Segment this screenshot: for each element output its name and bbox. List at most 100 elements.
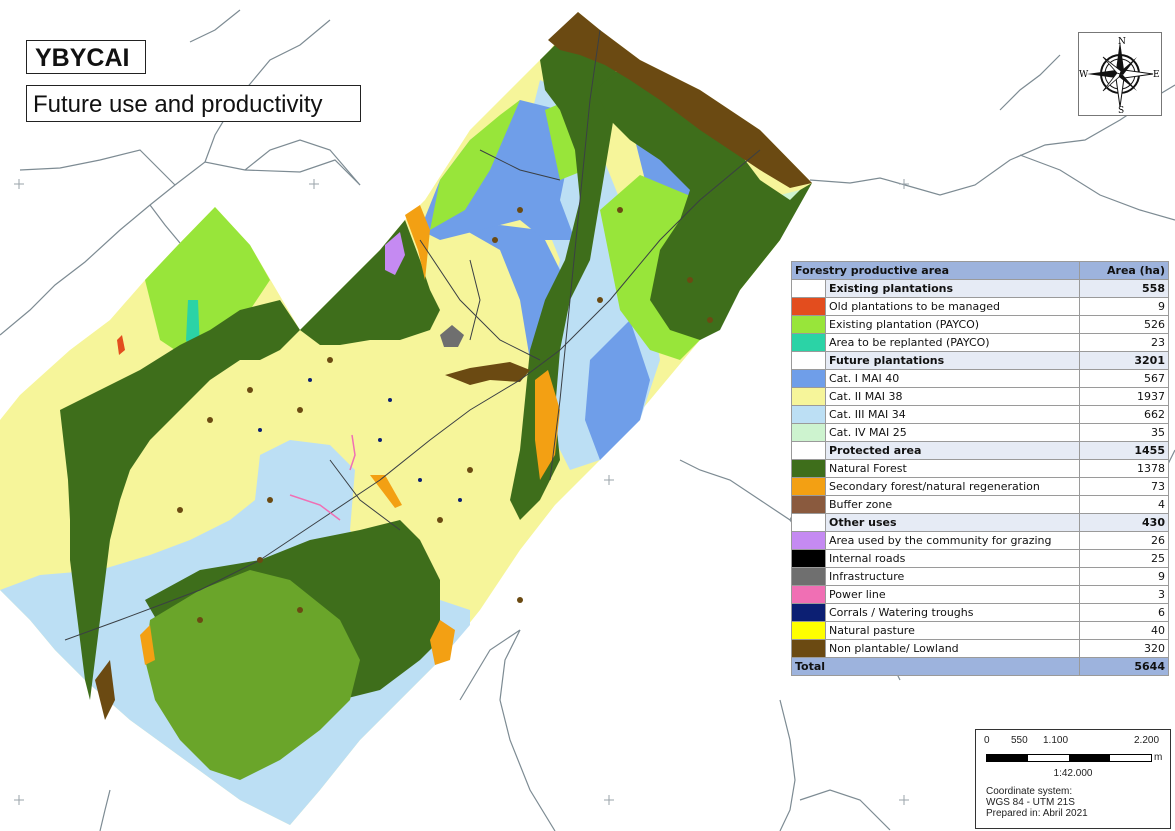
legend-value: 526	[1079, 315, 1169, 334]
legend-value: 25	[1079, 549, 1169, 568]
scale-tick-550: 550	[1011, 735, 1028, 746]
map-subtitle: Future use and productivity	[26, 85, 361, 122]
map-title: YBYCAI	[26, 40, 146, 74]
legend-swatch	[791, 531, 826, 550]
legend-value: 40	[1079, 621, 1169, 640]
legend-label: Protected area	[825, 441, 1080, 460]
legend-swatch	[791, 423, 826, 442]
legend-swatch	[791, 297, 826, 316]
legend-swatch	[791, 567, 826, 586]
scale-tick-1100: 1.100	[1043, 735, 1069, 746]
coordinate-info: Coordinate system: WGS 84 - UTM 21S Prep…	[986, 786, 1088, 819]
legend-value: 430	[1079, 513, 1169, 532]
legend-label: Power line	[825, 585, 1080, 604]
legend-swatch	[791, 513, 826, 532]
legend-swatch	[791, 369, 826, 388]
scale-tick-0: 0	[984, 735, 990, 746]
north-arrow-icon: N S E W	[1078, 32, 1162, 116]
legend-value: 9	[1079, 567, 1169, 586]
internal-roads	[64, 29, 761, 641]
compass-e-label: E	[1153, 70, 1160, 80]
legend-swatch	[791, 585, 826, 604]
legend-swatch	[791, 549, 826, 568]
legend-swatch	[791, 387, 826, 406]
legend-value: 9	[1079, 297, 1169, 316]
legend-label: Internal roads	[825, 549, 1080, 568]
scale-tick-2200: 2.200	[1134, 735, 1160, 746]
legend-value: 26	[1079, 531, 1169, 550]
legend-value: 1378	[1079, 459, 1169, 478]
legend-swatch	[791, 441, 826, 460]
legend-value: 35	[1079, 423, 1169, 442]
coordinate-line: Coordinate system:	[986, 786, 1073, 797]
legend-item-row: Area to be replanted (PAYCO)23	[791, 333, 1169, 352]
legend-label: Future plantations	[825, 351, 1080, 370]
legend-swatch	[791, 351, 826, 370]
legend-swatch	[791, 315, 826, 334]
legend-swatch	[791, 603, 826, 622]
compass-n-label: N	[1118, 37, 1126, 47]
legend-value: 558	[1079, 279, 1169, 298]
compass-s-label: S	[1118, 106, 1124, 115]
legend-label: Cat. IV MAI 25	[825, 423, 1080, 442]
legend-label: Non plantable/ Lowland	[825, 639, 1080, 658]
legend-label: Area used by the community for grazing	[825, 531, 1080, 550]
legend-label: Infrastructure	[825, 567, 1080, 586]
power-line	[289, 434, 356, 521]
legend-label: Buffer zone	[825, 495, 1080, 514]
legend-label: Natural pasture	[825, 621, 1080, 640]
legend-label: Natural Forest	[825, 459, 1080, 478]
legend-value: 73	[1079, 477, 1169, 496]
legend-label: Cat. III MAI 34	[825, 405, 1080, 424]
legend-label: Cat. II MAI 38	[825, 387, 1080, 406]
legend-label: Forestry productive area	[791, 261, 1080, 280]
legend-value: 23	[1079, 333, 1169, 352]
legend-item-row: Existing plantation (PAYCO)526	[791, 315, 1169, 334]
legend-label: Existing plantation (PAYCO)	[825, 315, 1080, 334]
legend-swatch	[791, 459, 826, 478]
coordinate-line: WGS 84 - UTM 21S	[986, 797, 1075, 808]
map-spots	[177, 207, 713, 623]
scale-bar	[986, 754, 1152, 762]
legend-label: Other uses	[825, 513, 1080, 532]
legend-swatch	[791, 405, 826, 424]
legend-label: Total	[791, 657, 1080, 676]
legend-value: 6	[1079, 603, 1169, 622]
legend-label: Area to be replanted (PAYCO)	[825, 333, 1080, 352]
legend-value: 1937	[1079, 387, 1169, 406]
scale-box: 0 550 1.100 2.200 m 1:42.000 Coordinate …	[975, 729, 1171, 829]
legend-swatch	[791, 333, 826, 352]
legend-swatch	[791, 477, 826, 496]
coordinate-line: Prepared in: Abril 2021	[986, 808, 1088, 819]
legend-value: 662	[1079, 405, 1169, 424]
legend-swatch	[791, 495, 826, 514]
legend-swatch	[791, 639, 826, 658]
legend-value: 320	[1079, 639, 1169, 658]
legend-swatch	[791, 279, 826, 298]
legend-label: Corrals / Watering troughs	[825, 603, 1080, 622]
legend-label: Old plantations to be managed	[825, 297, 1080, 316]
legend-label: Secondary forest/natural regeneration	[825, 477, 1080, 496]
legend-label: Existing plantations	[825, 279, 1080, 298]
legend-value: Area (ha)	[1079, 261, 1169, 280]
legend-value: 5644	[1079, 657, 1169, 676]
scale-ratio: 1:42.000	[1053, 768, 1093, 779]
